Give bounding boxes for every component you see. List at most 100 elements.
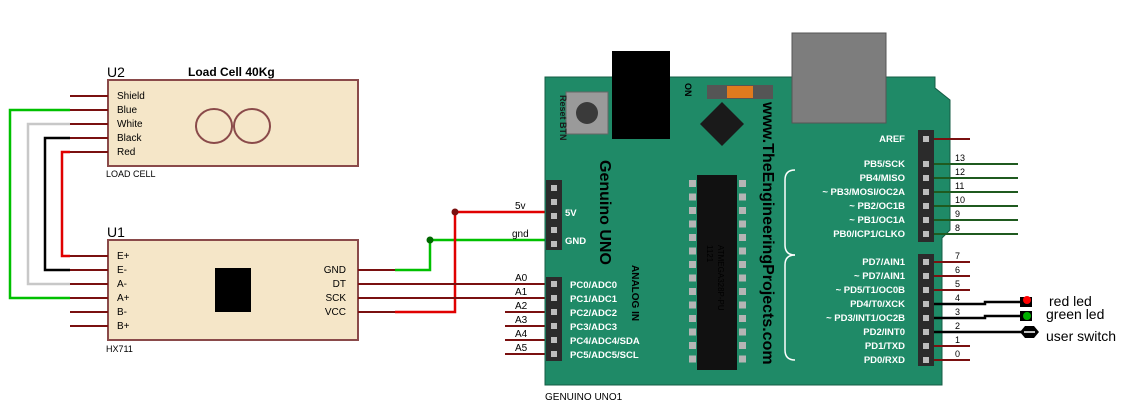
junction-5v — [451, 208, 459, 216]
mcu-pin — [739, 301, 746, 309]
hx711-arduino-wires — [395, 210, 545, 355]
wire-label-a3: A3 — [515, 315, 528, 326]
digital-pin-11: ~ PB3/MOSI/OC2A — [822, 187, 905, 198]
load-cell-wires — [8, 108, 70, 300]
power-pin-gnd: GND — [565, 236, 586, 247]
pin-num-9: 9 — [955, 209, 960, 219]
analog-pin-4: PC4/ADC4/SDA — [570, 336, 640, 347]
power-pin-5v: 5V — [565, 208, 577, 219]
aref-label: AREF — [879, 134, 905, 145]
mcu-pin — [689, 315, 696, 322]
digital-pin-12: PB4/MISO — [860, 173, 905, 184]
mcu-pin — [689, 261, 696, 268]
wire-label-a4: A4 — [515, 329, 528, 340]
green-led — [1020, 311, 1032, 321]
pin-num-2: 2 — [955, 321, 960, 331]
mcu-pin — [739, 342, 746, 349]
analog-pin-2: PC2/ADC2 — [570, 308, 617, 319]
pin-num-0: 0 — [955, 349, 960, 359]
hx711-pin-sck: SCK — [325, 293, 346, 304]
pin-num-6: 6 — [955, 265, 960, 275]
mcu-pin — [689, 193, 696, 201]
load-cell-circle-left — [195, 108, 233, 144]
hx711-u1: U1 HX711 E+ E- A- A+ B- B+ GND DT SCK VC… — [70, 224, 395, 354]
load-cell-pin-white: White — [117, 119, 143, 130]
mcu-pin — [689, 355, 696, 363]
arduino-pcb — [544, 76, 951, 386]
mcu-pin — [689, 328, 696, 336]
wire-label-a2: A2 — [515, 301, 528, 312]
user-switch — [1020, 326, 1039, 338]
pin-num-13: 13 — [955, 153, 965, 163]
mcu-pin — [739, 234, 746, 241]
hx711-pin-vcc: VCC — [325, 307, 346, 318]
usb-chip — [700, 102, 744, 146]
mcu-pin — [739, 328, 746, 336]
regulator-orange — [727, 86, 753, 98]
hx711-pin-b-minus: B- — [117, 307, 127, 318]
analog-pin-0: PC0/ADC0 — [570, 280, 617, 291]
usb-connector — [791, 32, 887, 124]
wire-black — [43, 136, 70, 272]
red-led-label: red led — [1049, 293, 1092, 309]
load-cell-pin-shield: Shield — [117, 91, 145, 102]
wire-label-a0: A0 — [515, 273, 528, 284]
pin-num-7: 7 — [955, 251, 960, 261]
analog-pin-3: PC3/ADC3 — [570, 322, 617, 333]
hx711-pin-b-plus: B+ — [117, 321, 130, 332]
digital-pin-10: ~ PB2/OC1B — [849, 201, 905, 212]
mcu-num: 1121 — [705, 245, 714, 263]
load-cell-pin-red: Red — [117, 147, 135, 158]
hx711-pin-a-minus: A- — [117, 279, 127, 290]
pin-num-12: 12 — [955, 167, 965, 177]
hx711-pin-dt: DT — [333, 279, 346, 290]
digital-pin-9: ~ PB1/OC1A — [849, 215, 905, 226]
mcu-pin — [689, 234, 696, 241]
pin-num-3: 3 — [955, 307, 960, 317]
mcu-pin — [689, 207, 696, 214]
pin-num-5: 5 — [955, 279, 960, 289]
mcu-pin — [739, 220, 746, 228]
load-cell-circle-right — [233, 108, 271, 144]
load-cell-u2: U2 Load Cell 40Kg LOAD CELL Shield Blue … — [70, 64, 359, 179]
hx711-chip — [215, 268, 251, 312]
reset-label: Reset BTN — [558, 95, 568, 141]
junction-gnd — [426, 236, 434, 244]
digital-pin-13: PB5/SCK — [864, 159, 905, 170]
load-cell-pin-black: Black — [117, 133, 142, 144]
wire-label-a1: A1 — [515, 287, 528, 298]
red-led — [1020, 296, 1032, 307]
bracket-bottom — [784, 254, 796, 361]
hx711-pin-e-minus: E- — [117, 265, 127, 276]
on-label: ON — [683, 83, 693, 97]
green-led-label: green led — [1046, 306, 1104, 322]
mcu-pin — [689, 288, 696, 295]
mcu-pin — [689, 301, 696, 309]
board-name: Genuino UNO — [596, 160, 613, 265]
analog-header — [546, 277, 562, 361]
digital-pin-2: PD2/INT0 — [863, 327, 905, 338]
mcu-pin — [739, 193, 746, 201]
mcu-pin — [739, 207, 746, 214]
green-led-icon — [1023, 312, 1031, 320]
pin-num-1: 1 — [955, 335, 960, 345]
website-text: www.TheEngineeringProjects.com — [759, 101, 776, 365]
digital-pin-1: PD1/TXD — [865, 341, 905, 352]
digital-pin-6: ~ PD7/AIN1 — [854, 271, 906, 282]
digital-header-top — [918, 130, 934, 242]
wire-5v — [395, 210, 545, 314]
wire-label-5v: 5v — [515, 201, 526, 212]
wire-label-gnd: gnd — [512, 229, 529, 240]
load-cell-footer: LOAD CELL — [106, 169, 156, 179]
reset-button-icon — [576, 102, 598, 124]
arduino-board: Reset BTN ON www.TheEngineeringProjects.… — [544, 32, 951, 403]
arduino-footer: GENUINO UNO1 — [545, 392, 623, 403]
red-led-icon — [1023, 296, 1031, 304]
load-cell-pin-blue: Blue — [117, 105, 137, 116]
mcu-pin — [689, 342, 696, 349]
power-jack — [612, 51, 670, 139]
hx711-pin-e-plus: E+ — [117, 251, 130, 262]
pin-num-11: 11 — [955, 181, 964, 191]
mcu-pin — [739, 274, 746, 282]
